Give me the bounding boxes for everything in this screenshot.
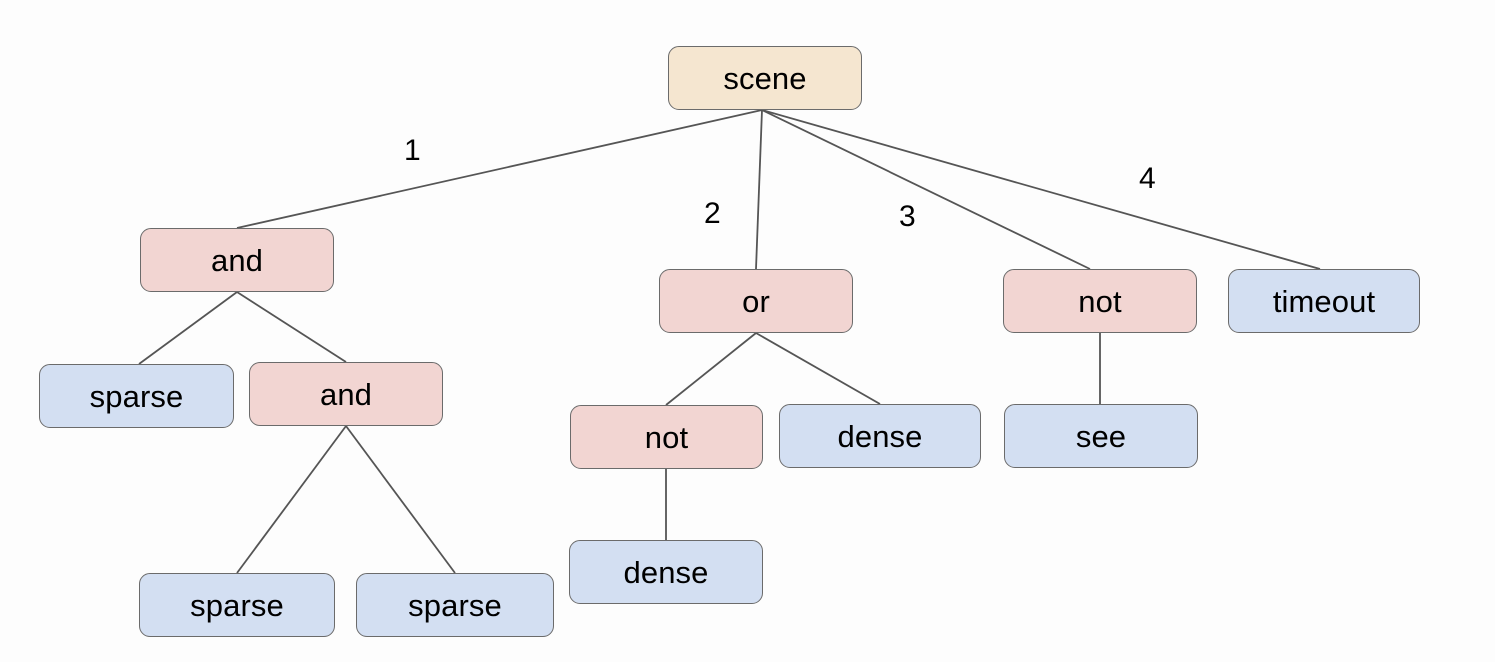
tree-node-label: timeout: [1272, 283, 1376, 319]
tree-node-label: and: [319, 376, 373, 412]
tree-node-sparse2[interactable]: sparse: [139, 573, 335, 637]
tree-edge: [236, 109, 763, 229]
tree-edge: [236, 291, 347, 363]
tree-node-sparse1[interactable]: sparse: [39, 364, 234, 428]
edge-label-3: 3: [899, 200, 916, 233]
tree-node-label: or: [742, 283, 770, 319]
tree-node-not1[interactable]: not: [1003, 269, 1197, 333]
tree-edge: [345, 425, 456, 574]
tree-node-and2[interactable]: and: [249, 362, 443, 426]
tree-node-label: not: [1078, 283, 1122, 319]
tree-edge: [761, 109, 1091, 270]
tree-node-and1[interactable]: and: [140, 228, 334, 292]
tree-node-label: scene: [723, 60, 807, 96]
edge-label-1: 1: [404, 134, 421, 167]
tree-node-label: and: [210, 242, 264, 278]
tree-node-dense1[interactable]: dense: [779, 404, 981, 468]
tree-edge: [236, 425, 347, 574]
tree-node-label: sparse: [408, 587, 502, 623]
tree-node-label: see: [1075, 418, 1127, 454]
tree-edge: [755, 109, 763, 270]
tree-edge: [755, 332, 881, 405]
edge-label-2: 2: [704, 197, 721, 230]
tree-edge: [761, 109, 1321, 270]
tree-node-sparse3[interactable]: sparse: [356, 573, 554, 637]
edge-label-4: 4: [1139, 162, 1156, 195]
tree-node-label: sparse: [89, 378, 184, 414]
tree-node-see1[interactable]: see: [1004, 404, 1198, 468]
tree-node-not2[interactable]: not: [570, 405, 763, 469]
tree-node-dense2[interactable]: dense: [569, 540, 763, 604]
tree-node-scene[interactable]: scene: [668, 46, 862, 110]
tree-edge: [138, 291, 238, 365]
tree-node-label: dense: [837, 418, 923, 454]
tree-node-label: dense: [623, 554, 709, 590]
tree-node-or1[interactable]: or: [659, 269, 853, 333]
tree-edge: [665, 332, 757, 406]
tree-node-label: not: [644, 419, 689, 455]
tree-node-label: sparse: [190, 587, 284, 623]
tree-node-timeout1[interactable]: timeout: [1228, 269, 1420, 333]
